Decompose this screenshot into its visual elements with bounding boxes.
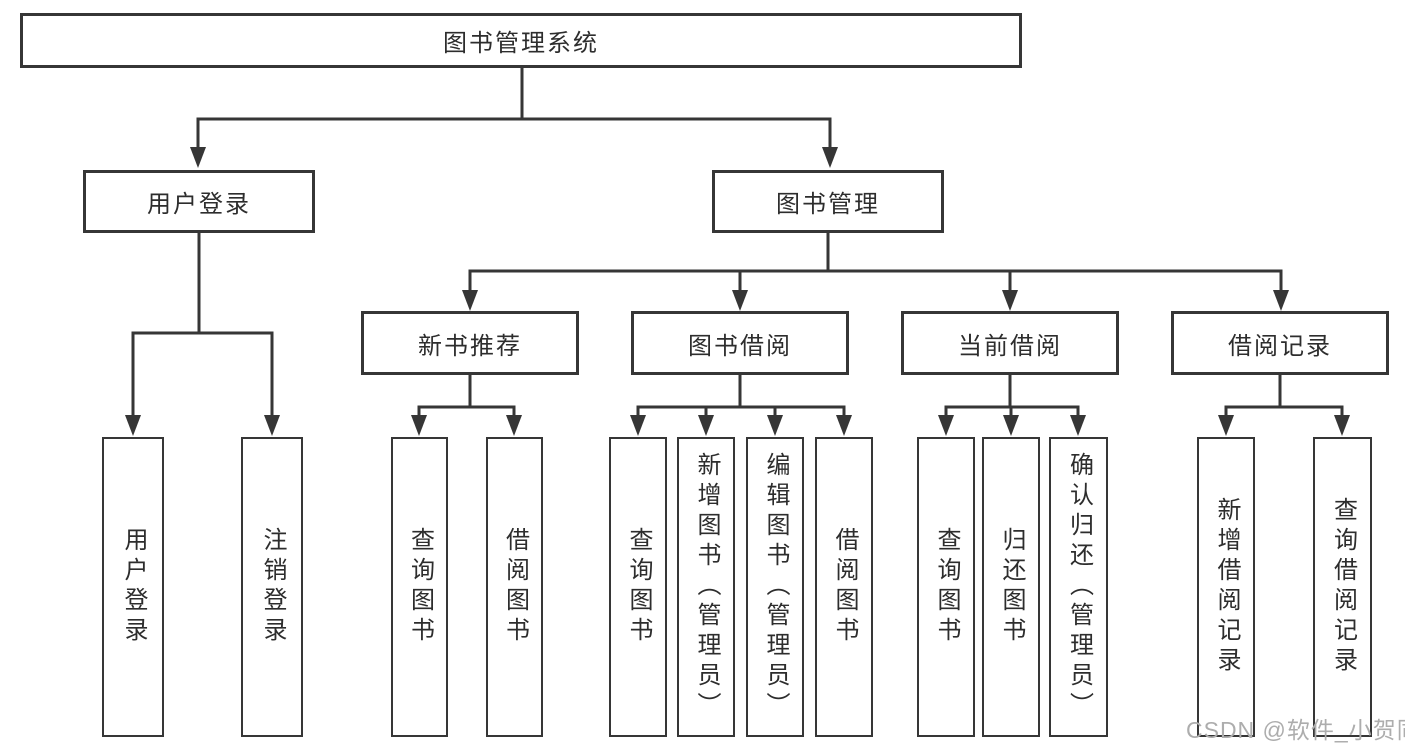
- node-label: 图书管理: [776, 191, 880, 218]
- node-current-query-books: 查询图书: [917, 437, 975, 737]
- connector-borrow-records-children: [1218, 375, 1350, 436]
- arrowhead: [1002, 290, 1018, 311]
- arrowhead: [1334, 415, 1350, 436]
- connector-new-book-recommend-children: [411, 375, 522, 436]
- node-recommend-borrow-books: 借阅图书: [486, 437, 543, 737]
- node-return-books: 归还图书: [982, 437, 1040, 737]
- node-library-management-system: 图书管理系统: [20, 13, 1022, 68]
- connector-user-login-children: [125, 233, 280, 436]
- arrowhead: [630, 415, 646, 436]
- node-label: 查询图书: [406, 527, 434, 647]
- arrowhead: [264, 415, 280, 436]
- node-book-management-module: 图书管理: [712, 170, 944, 233]
- node-label: 查询图书: [933, 527, 960, 647]
- node-label: 查询借阅记录: [1329, 497, 1357, 677]
- connector-book-management-children: [462, 233, 1289, 311]
- node-label: 新增图书（管理员）: [693, 452, 720, 722]
- node-label: 确认归还（管理员）: [1065, 452, 1093, 722]
- node-label: 新增借阅记录: [1213, 497, 1240, 677]
- node-label: 图书管理系统: [443, 30, 599, 57]
- arrowhead: [732, 290, 748, 311]
- node-label: 借阅记录: [1228, 332, 1332, 360]
- node-query-borrow-record: 查询借阅记录: [1313, 437, 1372, 737]
- node-logout: 注销登录: [241, 437, 303, 737]
- node-current-borrow: 当前借阅: [901, 311, 1119, 375]
- node-add-borrow-record: 新增借阅记录: [1197, 437, 1255, 737]
- node-borrow-records: 借阅记录: [1171, 311, 1389, 375]
- node-label: 查询图书: [625, 527, 652, 647]
- node-label: 图书借阅: [688, 332, 792, 360]
- arrowhead: [125, 415, 141, 436]
- arrowhead: [1070, 415, 1086, 436]
- arrowhead: [190, 147, 206, 168]
- node-new-book-recommend: 新书推荐: [361, 311, 579, 375]
- node-borrow-books: 借阅图书: [815, 437, 873, 737]
- connector-root-to-modules: [190, 67, 838, 168]
- node-add-books-admin: 新增图书（管理员）: [677, 437, 735, 737]
- node-recommend-query-books: 查询图书: [391, 437, 448, 737]
- node-borrow-query-books: 查询图书: [609, 437, 667, 737]
- arrowhead: [1003, 415, 1019, 436]
- connector-current-borrow-children: [938, 375, 1086, 436]
- node-label: 当前借阅: [958, 332, 1062, 360]
- node-label: 新书推荐: [418, 332, 522, 360]
- arrowhead: [698, 415, 714, 436]
- arrowhead: [836, 415, 852, 436]
- node-label: 归还图书: [998, 527, 1025, 647]
- node-user-login: 用户登录: [102, 437, 164, 737]
- node-label: 注销登录: [259, 527, 286, 647]
- connector-book-borrow-children: [630, 375, 852, 436]
- node-label: 用户登录: [147, 191, 251, 218]
- node-user-login-module: 用户登录: [83, 170, 315, 233]
- csdn-watermark: CSDN @软件_小贺同学: [1186, 717, 1405, 743]
- arrowhead: [938, 415, 954, 436]
- arrowhead: [411, 415, 427, 436]
- arrowhead: [767, 415, 783, 436]
- arrowhead: [462, 290, 478, 311]
- node-label: 借阅图书: [501, 527, 529, 647]
- node-label: 编辑图书（管理员）: [762, 452, 789, 722]
- arrowhead: [1218, 415, 1234, 436]
- node-label: 借阅图书: [831, 527, 858, 647]
- node-confirm-return-admin: 确认归还（管理员）: [1049, 437, 1108, 737]
- node-book-borrow: 图书借阅: [631, 311, 849, 375]
- node-label: 用户登录: [120, 527, 147, 647]
- arrowhead: [1273, 290, 1289, 311]
- arrowhead: [506, 415, 522, 436]
- node-edit-books-admin: 编辑图书（管理员）: [746, 437, 804, 737]
- arrowhead: [822, 147, 838, 168]
